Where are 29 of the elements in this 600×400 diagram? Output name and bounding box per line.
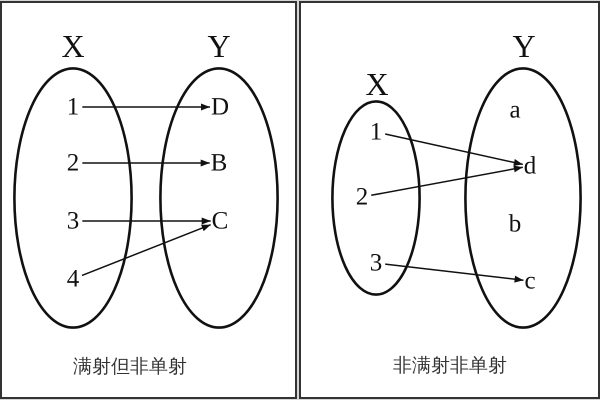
- arrow: [385, 263, 524, 283]
- element-label: c: [524, 268, 536, 294]
- element-label: b: [508, 212, 522, 236]
- element-label: 2: [66, 150, 80, 176]
- element-label: 4: [66, 266, 80, 292]
- element-label: 1: [370, 120, 382, 144]
- element-label: d: [524, 154, 536, 178]
- set-name: X: [365, 68, 389, 100]
- panel: [299, 1, 600, 399]
- arrow: [82, 218, 211, 224]
- arrow: [82, 104, 210, 110]
- element-label: a: [509, 98, 521, 122]
- arrow: [82, 224, 211, 276]
- arrow: [82, 160, 210, 166]
- set-name: Y: [207, 30, 231, 62]
- element-label: B: [210, 150, 228, 176]
- element-label: 3: [370, 250, 382, 276]
- element-label: 1: [66, 94, 80, 120]
- element-label: 2: [356, 184, 368, 210]
- set-name: X: [61, 30, 85, 62]
- panel-label: 满射但非单射: [73, 358, 187, 376]
- set-name: Y: [512, 30, 536, 62]
- element-label: C: [212, 208, 228, 234]
- element-label: D: [210, 94, 230, 120]
- panel: [0, 1, 297, 399]
- element-label: 3: [66, 208, 80, 234]
- panel-label: 非满射非单射: [393, 356, 507, 376]
- arrow: [385, 133, 523, 166]
- arrow: [371, 166, 523, 196]
